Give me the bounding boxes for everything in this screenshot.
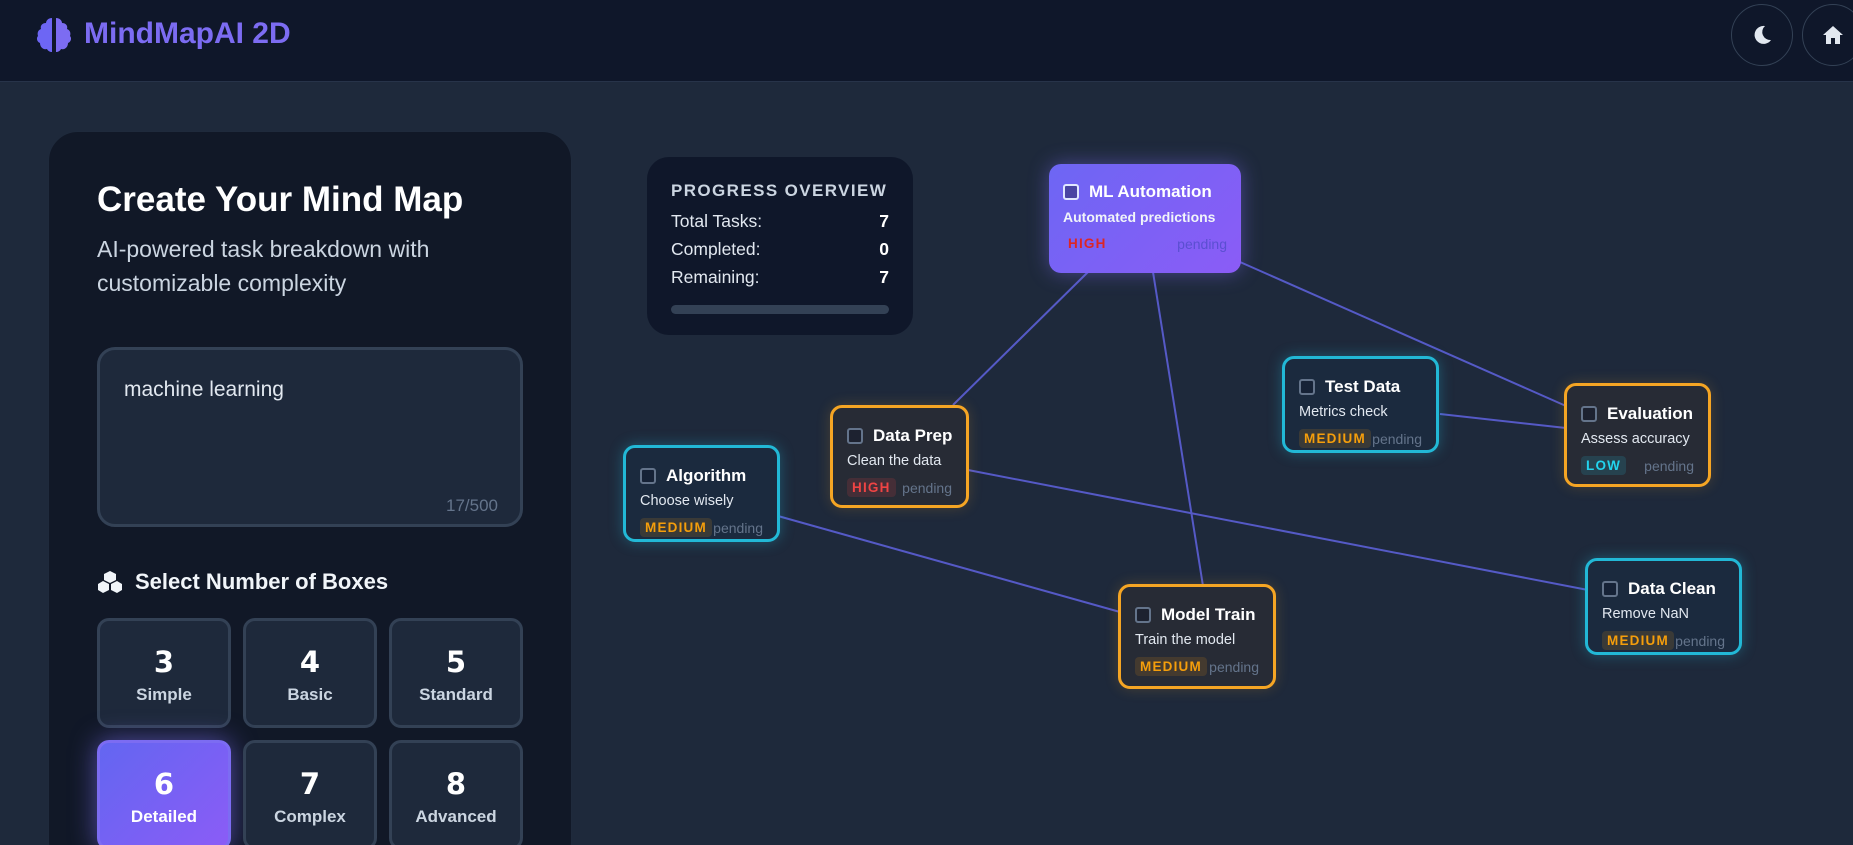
priority-badge: HIGH	[847, 478, 896, 497]
cubes-icon	[98, 571, 122, 593]
edge-root-modeltrain	[1152, 271, 1204, 587]
char-count: 17/500	[446, 496, 498, 515]
status-text: pending	[713, 519, 763, 536]
box-option-4[interactable]: 4 Basic	[243, 618, 377, 728]
priority-badge: MEDIUM	[640, 518, 712, 537]
edge-testdata-evaluation	[1439, 413, 1567, 429]
box-option-6[interactable]: 6 Detailed	[97, 740, 231, 845]
topic-input-value: machine learning	[124, 378, 284, 401]
node-ml-automation[interactable]: ML Automation Automated predictions HIGH…	[1049, 164, 1241, 273]
status-text: pending	[1372, 430, 1422, 447]
box-option-7[interactable]: 7 Complex	[243, 740, 377, 845]
total-tasks-row: Total Tasks:7	[671, 211, 889, 231]
edge-root-dataprep	[952, 271, 1089, 406]
priority-badge: MEDIUM	[1602, 631, 1674, 650]
node-checkbox[interactable]	[1135, 607, 1151, 623]
status-text: pending	[1209, 658, 1259, 675]
completed-row: Completed:0	[671, 239, 889, 259]
remaining-row: Remaining:7	[671, 267, 889, 287]
box-count-label: Select Number of Boxes	[97, 569, 388, 595]
status-text: pending	[1675, 632, 1725, 649]
progress-bar	[671, 305, 889, 314]
progress-title: PROGRESS OVERVIEW	[671, 181, 888, 200]
create-panel: Create Your Mind Map AI-powered task bre…	[48, 131, 572, 845]
topic-input[interactable]: machine learning 17/500	[97, 347, 523, 527]
priority-badge: LOW	[1581, 456, 1627, 475]
node-checkbox[interactable]	[1602, 581, 1618, 597]
box-option-5[interactable]: 5 Standard	[389, 618, 523, 728]
node-checkbox[interactable]	[640, 468, 656, 484]
node-checkbox[interactable]	[1299, 379, 1315, 395]
status-text: pending	[1177, 235, 1227, 252]
edge-root-evaluation	[1239, 261, 1567, 407]
box-option-8[interactable]: 8 Advanced	[389, 740, 523, 845]
status-text: pending	[902, 479, 952, 496]
home-button[interactable]	[1802, 4, 1853, 66]
node-checkbox[interactable]	[1063, 184, 1079, 200]
brand[interactable]: MindMapAI 2D	[34, 14, 291, 54]
home-icon	[1823, 26, 1843, 44]
node-checkbox[interactable]	[847, 428, 863, 444]
status-text: pending	[1644, 457, 1694, 474]
edge-algorithm-modeltrain	[777, 515, 1121, 613]
priority-badge: MEDIUM	[1299, 429, 1371, 448]
brain-icon	[36, 18, 72, 52]
app-title: MindMapAI 2D	[84, 17, 291, 50]
panel-title: Create Your Mind Map	[97, 180, 464, 219]
priority-badge: HIGH	[1068, 236, 1107, 251]
node-checkbox[interactable]	[1581, 406, 1597, 422]
moon-icon	[1754, 25, 1771, 44]
priority-badge: MEDIUM	[1135, 657, 1207, 676]
box-option-3[interactable]: 3 Simple	[97, 618, 231, 728]
edge-dataprep-dataclean	[967, 469, 1589, 591]
panel-subtitle: AI-powered task breakdown with customiza…	[97, 236, 430, 296]
progress-overview: PROGRESS OVERVIEW Total Tasks:7 Complete…	[647, 157, 913, 335]
theme-toggle-button[interactable]	[1731, 4, 1793, 66]
top-bar: MindMapAI 2D	[0, 0, 1853, 82]
